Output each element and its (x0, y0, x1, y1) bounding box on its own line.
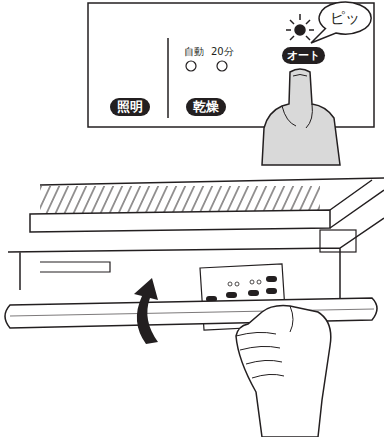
function-label: 乾燥 (186, 98, 226, 116)
node-text: 照明 (117, 99, 143, 115)
panel (88, 3, 374, 127)
buttons (206, 276, 277, 302)
auto-button: オート (282, 47, 325, 64)
rotate-arrow (134, 278, 158, 344)
node-text: オート (287, 49, 320, 62)
mode-label: 自動 (184, 46, 204, 58)
foot (40, 262, 110, 272)
body-front (8, 218, 384, 300)
lamps (228, 280, 261, 286)
tray (30, 210, 330, 232)
node-text: ピッ (330, 9, 360, 27)
knuckle (282, 104, 312, 128)
lamp (217, 61, 227, 71)
hand (262, 69, 340, 165)
function-label: 照明 (110, 98, 150, 116)
body-edge (330, 180, 384, 228)
node-text: 乾燥 (193, 99, 219, 115)
light-rays (286, 14, 314, 40)
rack-top (40, 178, 384, 185)
speech-bubble: ピッ (318, 1, 372, 35)
nail (293, 75, 307, 77)
fingers (236, 306, 293, 378)
lamp (186, 61, 196, 71)
hand (236, 306, 331, 437)
divider (167, 38, 169, 118)
rack-slats (40, 186, 320, 214)
mode-label: 20分 (211, 46, 234, 58)
